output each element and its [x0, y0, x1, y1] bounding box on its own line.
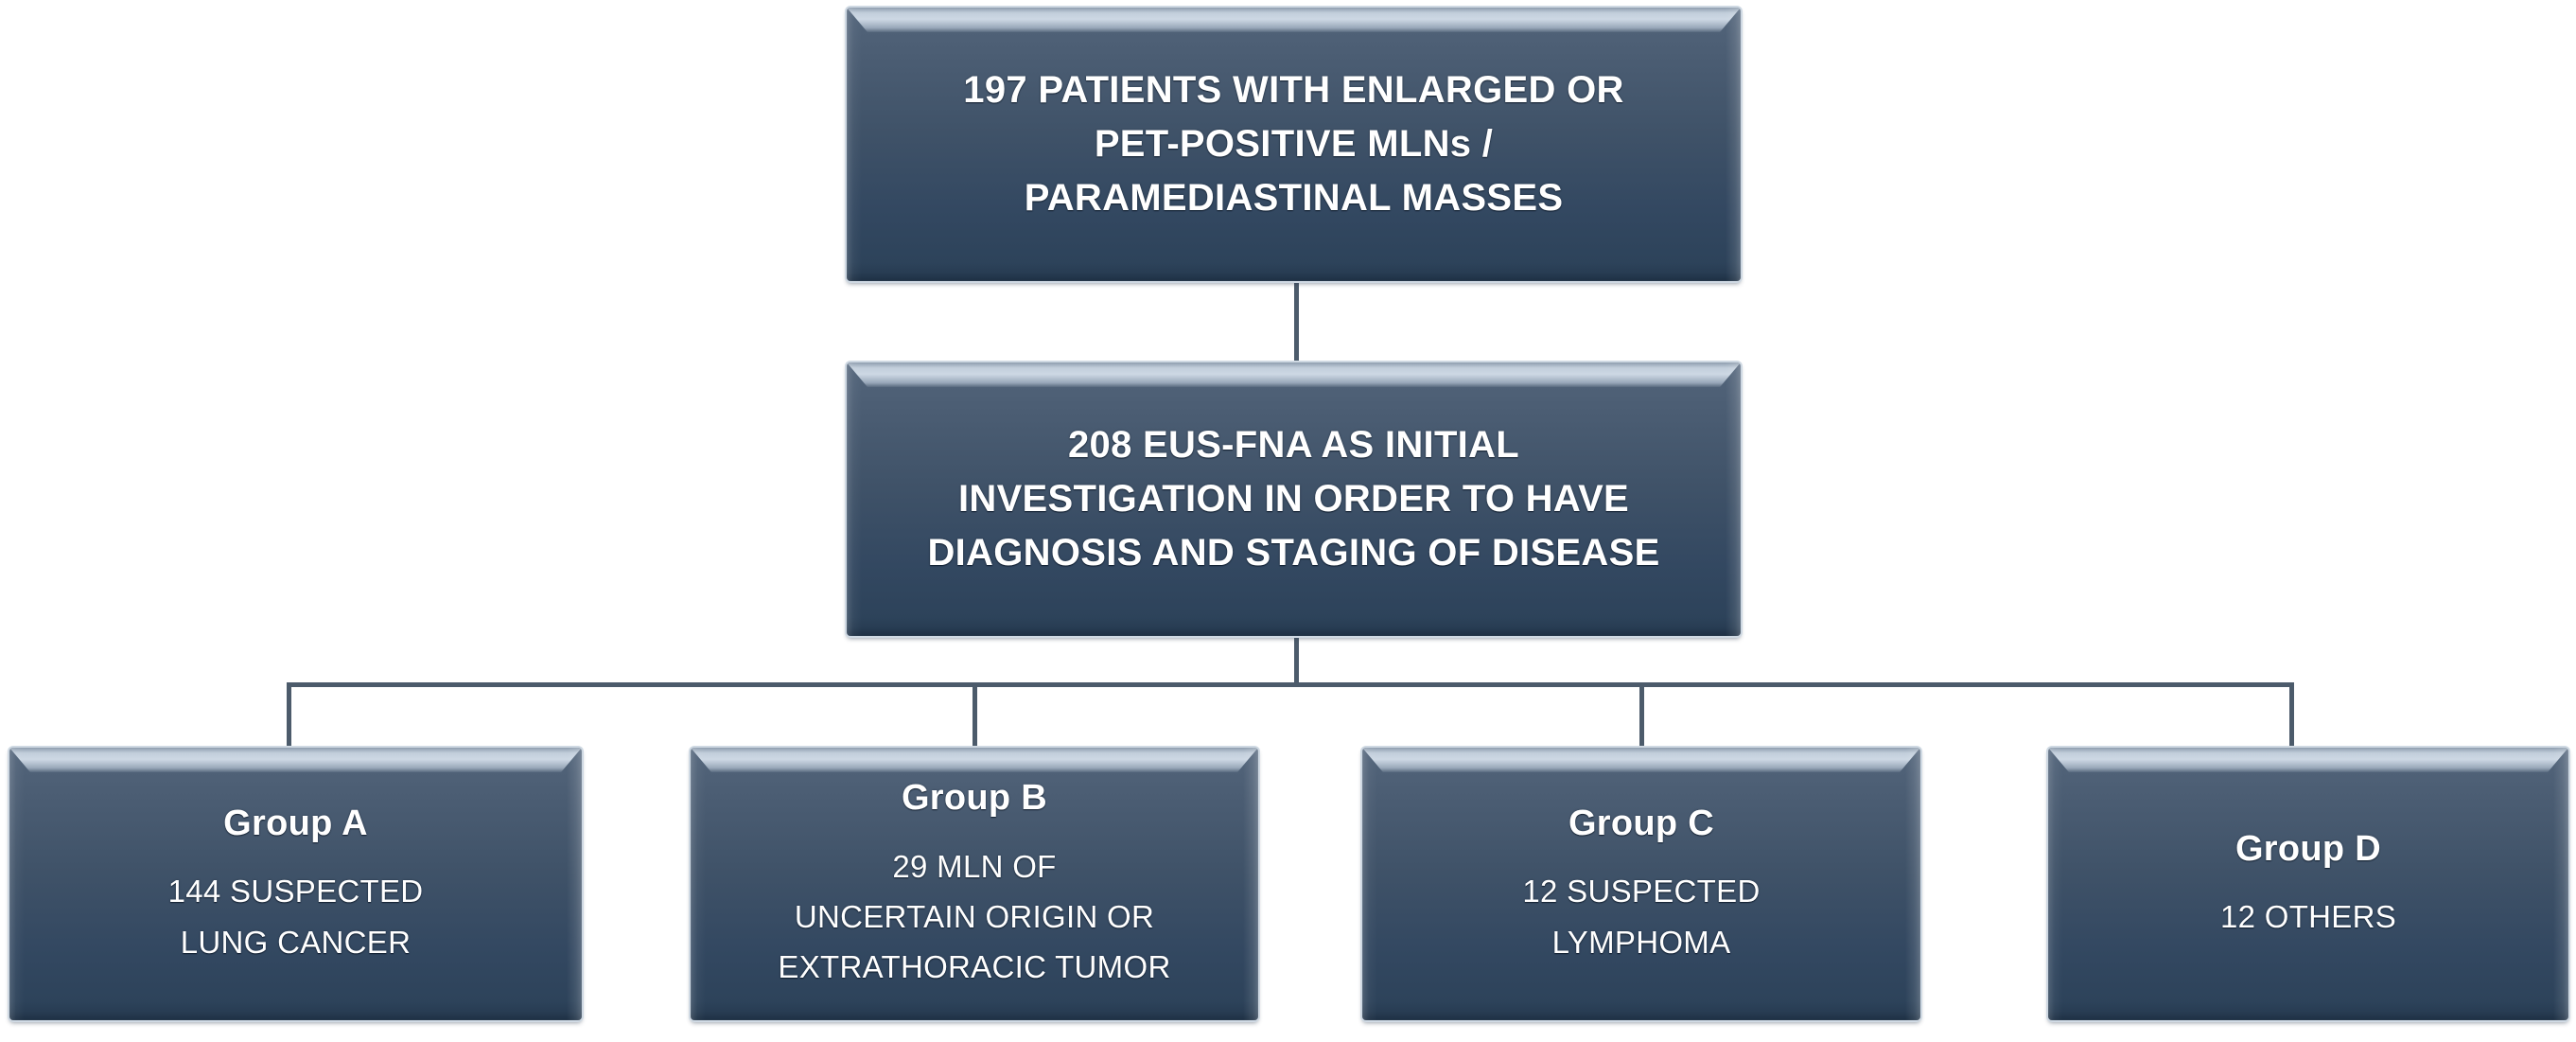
node-eus-fna-procedure: 208 EUS-FNA AS INITIAL INVESTIGATION IN … — [847, 362, 1741, 636]
node-group-d-line-1: 12 OTHERS — [2219, 898, 2397, 934]
node-eus-fna-procedure-line-3: DIAGNOSIS AND STAGING OF DISEASE — [927, 531, 1660, 574]
node-group-b-line-1: 29 MLN OF — [892, 848, 1057, 884]
node-group-a-line-1: 144 SUSPECTED — [167, 874, 424, 910]
node-group-d-text: Group D 12 OTHERS — [2048, 826, 2568, 943]
node-patient-cohort-line-2: PET-POSITIVE MLNs / — [1094, 123, 1494, 166]
node-eus-fna-procedure-text: 208 EUS-FNA AS INITIAL INVESTIGATION IN … — [847, 418, 1741, 579]
node-patient-cohort: 197 PATIENTS WITH ENLARGED OR PET-POSITI… — [847, 8, 1741, 281]
node-group-a: Group A 144 SUSPECTED LUNG CANCER — [9, 748, 582, 1020]
connector-top-to-second — [1294, 280, 1299, 363]
node-group-b: Group B 29 MLN OF UNCERTAIN ORIGIN OR EX… — [691, 748, 1258, 1020]
node-group-b-line-2: UNCERTAIN ORIGIN OR — [794, 898, 1155, 934]
node-eus-fna-procedure-line-2: INVESTIGATION IN ORDER TO HAVE — [957, 478, 1630, 521]
connector-horizontal-bus — [287, 682, 2294, 687]
node-eus-fna-procedure-line-1: 208 EUS-FNA AS INITIAL — [1067, 424, 1520, 467]
node-group-d-title: Group D — [2234, 828, 2382, 869]
node-group-b-title: Group B — [901, 778, 1048, 819]
node-group-c-text: Group C 12 SUSPECTED LYMPHOMA — [1362, 801, 1920, 967]
node-group-a-title: Group A — [223, 803, 368, 843]
node-patient-cohort-line-3: PARAMEDIASTINAL MASSES — [1024, 176, 1564, 219]
node-patient-cohort-line-1: 197 PATIENTS WITH ENLARGED OR — [963, 69, 1624, 112]
node-group-a-text: Group A 144 SUSPECTED LUNG CANCER — [9, 801, 582, 967]
connector-drop-group-a — [287, 682, 291, 751]
node-group-b-line-3: EXTRATHORACIC TUMOR — [778, 949, 1171, 985]
node-group-d: Group D 12 OTHERS — [2048, 748, 2568, 1020]
node-group-c-line-1: 12 SUSPECTED — [1522, 874, 1761, 910]
node-group-b-text: Group B 29 MLN OF UNCERTAIN ORIGIN OR EX… — [691, 775, 1258, 993]
node-group-c: Group C 12 SUSPECTED LYMPHOMA — [1362, 748, 1920, 1020]
connector-drop-group-d — [2289, 682, 2294, 751]
connector-drop-group-b — [973, 682, 977, 751]
node-group-c-line-2: LYMPHOMA — [1551, 924, 1731, 960]
node-group-a-line-2: LUNG CANCER — [180, 924, 412, 960]
connector-drop-group-c — [1639, 682, 1644, 751]
node-group-c-title: Group C — [1568, 803, 1715, 843]
node-patient-cohort-text: 197 PATIENTS WITH ENLARGED OR PET-POSITI… — [847, 63, 1741, 224]
connector-second-trunk — [1294, 635, 1299, 687]
